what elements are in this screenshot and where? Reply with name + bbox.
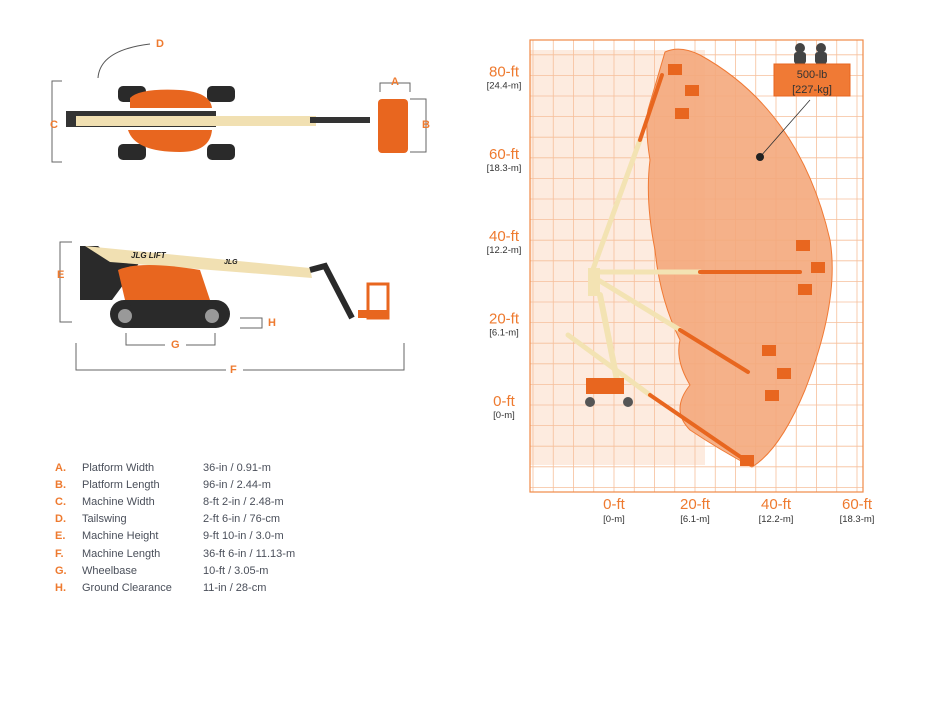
y-tick-m: [12.2-m]	[487, 245, 522, 256]
label-a: A	[391, 76, 399, 88]
spec-name: Machine Length	[82, 547, 161, 560]
y-tick-ft: 80-ft	[489, 63, 520, 80]
capacity-lb: 500-lb	[797, 69, 828, 81]
spec-row: E. Machine Height 9-ft 10-in / 3.0-m	[55, 528, 295, 545]
envelope-area	[646, 48, 833, 468]
spec-value: 36-in / 0.91-m	[203, 461, 271, 474]
spec-row: H. Ground Clearance 11-in / 28-cm	[55, 579, 295, 596]
y-tick-m: [18.3-m]	[487, 163, 522, 174]
spec-key: H.	[55, 581, 66, 594]
y-tick-ft: 0-ft	[493, 393, 516, 410]
y-tick-m: [6.1-m]	[489, 328, 519, 339]
y-tick-m: [0-m]	[493, 410, 515, 421]
spec-row: G. Wheelbase 10-ft / 3.05-m	[55, 562, 295, 579]
spec-name: Platform Width	[82, 461, 155, 474]
x-tick-m: [0-m]	[603, 514, 625, 525]
spec-value: 9-ft 10-in / 3.0-m	[203, 530, 284, 543]
spec-row: D. Tailswing 2-ft 6-in / 76-cm	[55, 511, 295, 528]
chart-border	[529, 39, 864, 493]
spec-key: F.	[55, 547, 64, 560]
spec-key: G.	[55, 564, 67, 577]
spec-value: 11-in / 28-cm	[203, 581, 267, 594]
spec-name: Wheelbase	[82, 564, 138, 577]
label-f: F	[230, 364, 237, 376]
spec-value: 8-ft 2-in / 2.48-m	[203, 495, 284, 508]
spec-name: Machine Height	[82, 530, 159, 543]
capacity-kg: [227-kg]	[792, 84, 832, 96]
spec-value: 96-in / 2.44-m	[203, 478, 271, 491]
capacity-badge: 500-lb [227-kg]	[773, 43, 851, 97]
logo-boom: JLG LIFT	[131, 251, 167, 260]
y-tick-ft: 20-ft	[489, 311, 520, 328]
boom-positions	[565, 73, 802, 462]
x-tick-m: [6.1-m]	[680, 514, 710, 525]
spec-key: E.	[55, 530, 66, 543]
spec-name: Machine Width	[82, 495, 155, 508]
y-tick-m: [24.4-m]	[487, 80, 522, 91]
x-tick-m: [18.3-m]	[840, 514, 875, 525]
logo-boom-2: JLG	[224, 259, 238, 266]
capacity-pointer	[756, 153, 764, 161]
spec-key: D.	[55, 513, 66, 526]
spec-name: Platform Length	[82, 478, 160, 491]
y-tick-ft: 40-ft	[489, 228, 520, 245]
spec-row: A. Platform Width 36-in / 0.91-m	[55, 459, 295, 476]
x-tick-ft: 20-ft	[680, 496, 711, 513]
label-c: C	[50, 119, 58, 131]
label-h: H	[268, 317, 276, 329]
spec-name: Tailswing	[82, 513, 127, 526]
spec-table: A. Platform Width 36-in / 0.91-m B. Platfor…	[55, 459, 295, 597]
top-view-machine	[51, 43, 427, 163]
spec-value: 10-ft / 3.05-m	[203, 564, 269, 577]
spec-row: F. Machine Length 36-ft 6-in / 11.13-m	[55, 545, 295, 562]
spec-row: C. Machine Width 8-ft 2-in / 2.48-m	[55, 493, 295, 510]
spec-key: C.	[55, 495, 66, 508]
spec-row: B. Platform Length 96-in / 2.44-m	[55, 476, 295, 493]
spec-key: A.	[55, 461, 66, 474]
label-e: E	[57, 269, 65, 281]
label-g: G	[171, 339, 180, 351]
side-view-machine	[59, 241, 405, 371]
label-d: D	[156, 38, 164, 50]
x-tick-ft: 0-ft	[603, 496, 626, 513]
x-tick-m: [12.2-m]	[759, 514, 794, 525]
label-b: B	[422, 119, 430, 131]
spec-key: B.	[55, 478, 66, 491]
x-tick-ft: 40-ft	[761, 496, 792, 513]
spec-value: 36-ft 6-in / 11.13-m	[203, 547, 296, 560]
platforms	[668, 64, 825, 466]
spec-name: Ground Clearance	[82, 581, 172, 594]
y-tick-ft: 60-ft	[489, 146, 520, 163]
x-tick-ft: 60-ft	[842, 496, 873, 513]
axis-ticks: 80-ft[24.4-m]60-ft[18.3-m]40-ft[12.2-m]2…	[487, 63, 875, 525]
spec-value: 2-ft 6-in / 76-cm	[203, 513, 281, 526]
